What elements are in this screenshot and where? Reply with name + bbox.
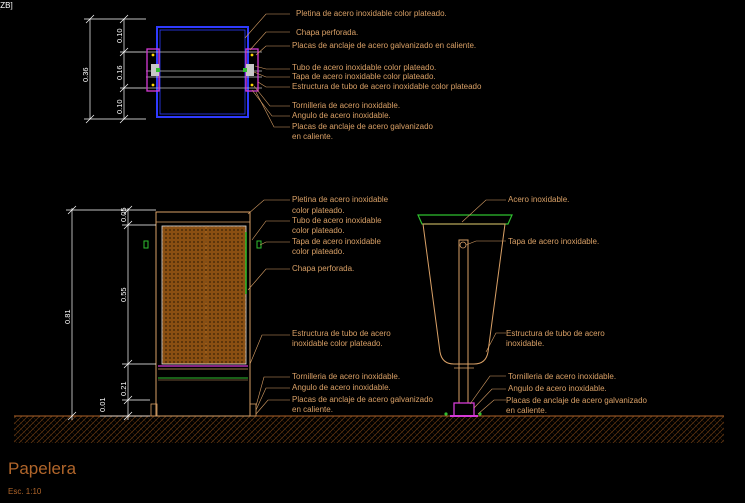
- plan-leaders: [244, 13, 290, 128]
- side-label: en caliente.: [506, 406, 547, 415]
- front-label: Placas de anclaje de acero galvanizado: [292, 395, 434, 404]
- front-label: color plateado.: [292, 206, 344, 215]
- front-dim-top: 0.05: [119, 207, 128, 222]
- front-left-clip: [143, 240, 149, 249]
- front-label: en caliente.: [292, 405, 333, 414]
- plan-right-clip: [243, 68, 247, 72]
- front-dim-base: 0.01: [98, 397, 107, 412]
- drawing-scale: Esc. 1:10: [8, 487, 42, 496]
- side-label: inoxidable.: [506, 339, 544, 348]
- side-post: [458, 239, 469, 404]
- side-lid: [417, 214, 513, 225]
- front-label: Chapa perforada.: [292, 264, 354, 273]
- side-cap: [459, 241, 467, 249]
- front-perforated-sheet: [161, 225, 247, 365]
- front-dim-body: 0.55: [119, 287, 128, 302]
- plan-label: Chapa perforada.: [296, 28, 358, 37]
- plan-bolt: [151, 53, 155, 57]
- front-left-anchor: [150, 403, 158, 417]
- plan-bolt: [250, 83, 254, 87]
- plan-dim-top: 0.10: [115, 28, 124, 43]
- front-label: Estructura de tubo de acero: [292, 329, 391, 338]
- side-label: Estructura de tubo de acero: [506, 329, 605, 338]
- plan-label: Tubo de acero inoxidable color plateado.: [292, 63, 436, 72]
- plan-dim-bottom: 0.10: [115, 99, 124, 114]
- plan-label: Placas de anclaje de acero galvanizado: [292, 122, 434, 131]
- side-bolt: [444, 412, 448, 416]
- front-label: Tornilleria de acero inoxidable.: [292, 372, 400, 381]
- plan-right-tube: [246, 64, 254, 76]
- plan-bolt: [250, 53, 254, 57]
- plan-label: Tornilleria de acero inoxidable.: [292, 101, 400, 110]
- plan-label: Placas de anclaje de acero galvanizado e…: [292, 41, 476, 50]
- front-label: Tubo de acero inoxidable: [292, 216, 382, 225]
- front-leaders: [247, 199, 290, 415]
- drawing-title: Papelera: [8, 459, 77, 478]
- plan-label: Estructura de tubo de acero inoxidable c…: [292, 82, 482, 91]
- front-dim-legs: 0.21: [119, 381, 128, 396]
- side-base-plate: [453, 402, 475, 417]
- ground-hatch: [14, 416, 724, 443]
- plan-dim-total: 0.36: [81, 67, 90, 82]
- plan-bolt: [151, 83, 155, 87]
- plan-inner-outline: [159, 29, 246, 115]
- front-frame: [155, 211, 251, 417]
- plan-left-clip: [156, 68, 160, 72]
- corner-mark: [ZB]: [0, 1, 13, 10]
- plan-label: Tapa de acero inoxidable color plateado.: [292, 72, 436, 81]
- side-label: Tapa de acero inoxidable.: [508, 237, 599, 246]
- side-label: Tornilleria de acero inoxidable.: [508, 372, 616, 381]
- front-label: color plateado.: [292, 226, 344, 235]
- front-label: color plateado.: [292, 247, 344, 256]
- plan-label: Pletina de acero inoxidable color platea…: [296, 9, 447, 18]
- front-right-anchor: [249, 403, 257, 417]
- plan-view: 0.10 0.16 0.10 0.36 Pletina de acero ino…: [81, 9, 482, 141]
- side-label: Placas de anclaje de acero galvanizado: [506, 396, 648, 405]
- side-label: Acero inoxidable.: [508, 195, 569, 204]
- front-dim-total: 0.81: [63, 309, 72, 324]
- front-label: Tapa de acero inoxidable: [292, 237, 382, 246]
- plan-label: en caliente.: [292, 132, 333, 141]
- front-label: Angulo de acero inoxidable.: [292, 383, 391, 392]
- side-label: Angulo de acero inoxidable.: [508, 384, 607, 393]
- plan-dimensions: [84, 14, 146, 124]
- front-dimensions: [66, 205, 156, 421]
- plan-outline: [156, 26, 249, 118]
- plan-dim-middle: 0.16: [115, 65, 124, 80]
- side-leaders: [461, 199, 506, 415]
- plan-label: Angulo de acero inoxidable.: [292, 111, 391, 120]
- front-label: Pletina de acero inoxidable: [292, 195, 389, 204]
- side-view: Acero inoxidable. Tapa de acero inoxidab…: [417, 195, 648, 417]
- side-bin-body: [422, 223, 506, 365]
- front-view: 0.05 0.55 0.21 0.81 0.01 Pletina de acer…: [63, 195, 434, 421]
- front-label: inoxidable color plateado.: [292, 339, 383, 348]
- plan-left-tube: [151, 64, 159, 76]
